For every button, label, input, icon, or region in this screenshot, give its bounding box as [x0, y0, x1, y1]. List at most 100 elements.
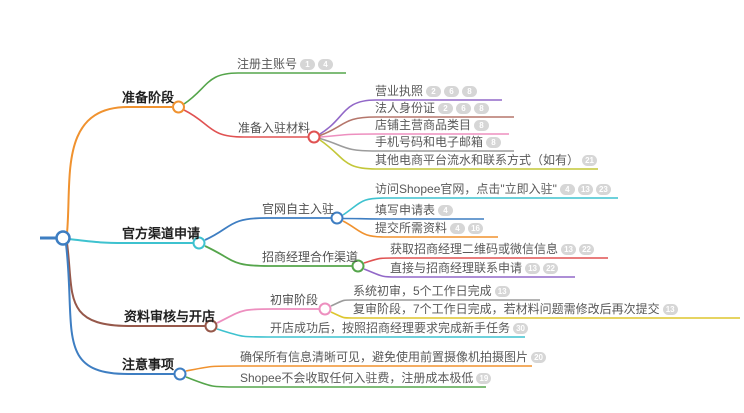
node-manager-cooperation-channel[interactable]: 招商经理合作渠道	[262, 250, 358, 264]
node-label: 初审阶段	[270, 293, 319, 307]
count-badge: 8	[474, 119, 490, 131]
count-badge: 4	[318, 58, 334, 70]
count-badge: 2	[438, 102, 454, 114]
line-system-first-review	[330, 299, 540, 307]
count-badge: 13	[494, 285, 510, 297]
node-get-manager-qrcode[interactable]: 获取招商经理二维码或微信信息 13 22	[390, 242, 595, 256]
node-note-no-entry-fee[interactable]: Shopee不会收取任何入驻费，注册成本极低 19	[240, 371, 492, 385]
node-label: 准备入驻材料	[238, 121, 311, 135]
line-note-no-entry-fee	[185, 376, 486, 388]
node-other-platform-records[interactable]: 其他电商平台流水和联系方式（如有） 21	[375, 153, 598, 167]
count-badge: 13	[561, 243, 577, 255]
count-badge: 6	[444, 85, 460, 97]
node-label: 确保所有信息清晰可见，避免使用前置摄像机拍摄图片	[240, 350, 529, 364]
toggle-notes[interactable]	[173, 367, 187, 381]
node-visit-shopee-site[interactable]: 访问Shopee官网，点击"立即入驻" 4 13 23	[375, 182, 611, 196]
toggle-review-open-store[interactable]	[204, 319, 218, 333]
line-note-clear-images	[185, 365, 532, 372]
topic-notes[interactable]: 注意事项	[122, 358, 174, 372]
node-label: 获取招商经理二维码或微信信息	[390, 242, 559, 256]
branch-review-open-store	[66, 242, 205, 327]
branch-official-channel	[68, 238, 193, 244]
topic-preparation-stage[interactable]: 准备阶段	[122, 91, 174, 105]
node-contact-manager-directly[interactable]: 直接与招商经理联系申请 13 22	[390, 261, 559, 275]
node-label: 系统初审，5个工作日完成	[353, 284, 492, 298]
node-register-main-account[interactable]: 注册主账号 1 4	[237, 57, 334, 71]
count-badge: 8	[462, 85, 478, 97]
count-badge: 13	[577, 183, 593, 195]
count-badge: 2	[426, 85, 442, 97]
node-label: 其他电商平台流水和联系方式（如有）	[375, 153, 580, 167]
count-badge: 1	[300, 58, 316, 70]
line-shop-main-category	[319, 133, 509, 138]
line-after-store-opened-tasks	[216, 328, 525, 338]
toggle-official-channel[interactable]	[192, 236, 206, 250]
node-phone-and-email[interactable]: 手机号码和电子邮箱 8	[375, 135, 502, 149]
node-legal-person-id[interactable]: 法人身份证 2 6 8	[375, 101, 490, 115]
node-label: 招商经理合作渠道	[262, 250, 359, 264]
line-prepare-entry-materials	[183, 109, 308, 138]
node-business-license[interactable]: 营业执照 2 6 8	[375, 84, 478, 98]
count-badge: 4	[559, 183, 575, 195]
node-after-store-opened-tasks[interactable]: 开店成功后，按照招商经理要求完成新手任务 30	[270, 321, 529, 335]
node-website-self-entry[interactable]: 官网自主入驻	[262, 202, 334, 216]
node-prepare-entry-materials[interactable]: 准备入驻材料	[238, 121, 310, 135]
count-badge: 21	[582, 154, 598, 166]
line-website-self-entry	[204, 217, 331, 241]
node-label: 官网自主入驻	[262, 202, 335, 216]
root-node-toggle[interactable]	[55, 230, 71, 246]
node-second-review-stage[interactable]: 复审阶段，7个工作日完成，若材料问题需修改后再次提交 13	[353, 302, 678, 316]
toggle-manager-cooperation[interactable]	[351, 259, 365, 273]
node-label: 提交所需资料	[375, 221, 448, 235]
line-manager-cooperation-channel	[204, 245, 352, 267]
line-get-manager-qrcode	[363, 257, 608, 264]
count-badge: 6	[456, 102, 472, 114]
count-badge: 22	[579, 243, 595, 255]
node-label: 复审阶段，7个工作日完成，若材料问题需修改后再次提交	[353, 302, 660, 316]
count-badge: 13	[525, 262, 541, 274]
line-other-platform-records	[319, 139, 598, 170]
node-label: 填写申请表	[375, 203, 436, 217]
toggle-first-review-stage[interactable]	[318, 302, 332, 316]
node-label: 店铺主营商品类目	[375, 118, 472, 132]
count-badge: 19	[476, 372, 492, 384]
node-note-clear-images[interactable]: 确保所有信息清晰可见，避免使用前置摄像机拍摄图片 20	[240, 350, 547, 364]
toggle-prepare-entry-materials[interactable]	[307, 130, 321, 144]
node-label: 手机号码和电子邮箱	[375, 135, 484, 149]
line-first-review-stage	[216, 308, 319, 324]
line-phone-and-email	[319, 137, 514, 152]
line-legal-person-id	[319, 116, 514, 137]
line-business-license	[319, 99, 502, 135]
line-contact-manager-directly	[363, 268, 575, 278]
count-badge: 8	[486, 136, 502, 148]
topic-label: 注意事项	[122, 357, 175, 372]
topic-review-and-open-store[interactable]: 资料审核与开店	[124, 310, 215, 324]
node-system-first-review[interactable]: 系统初审，5个工作日完成 13	[353, 284, 510, 298]
node-label: 直接与招商经理联系申请	[390, 261, 523, 275]
branch-preparation	[66, 106, 172, 234]
toggle-website-self-entry[interactable]	[330, 211, 344, 225]
node-submit-required-materials[interactable]: 提交所需资料 4 16	[375, 221, 484, 235]
line-second-review-stage	[330, 311, 740, 319]
count-badge: 4	[450, 222, 466, 234]
node-shop-main-category[interactable]: 店铺主营商品类目 8	[375, 118, 490, 132]
count-badge: 30	[513, 322, 529, 334]
line-submit-required-materials	[342, 220, 498, 238]
line-visit-shopee-site	[342, 197, 618, 216]
node-label: 开店成功后，按照招商经理要求完成新手任务	[270, 321, 511, 335]
count-badge: 22	[543, 262, 559, 274]
node-first-review-stage[interactable]: 初审阶段	[270, 293, 318, 307]
branch-notes	[65, 243, 174, 375]
topic-label: 资料审核与开店	[124, 309, 216, 324]
count-badge: 13	[662, 303, 678, 315]
count-badge: 4	[438, 204, 454, 216]
count-badge: 8	[474, 102, 490, 114]
topic-official-channel-application[interactable]: 官方渠道申请	[122, 227, 200, 241]
node-label: 访问Shopee官网，点击"立即入驻"	[375, 182, 557, 196]
node-label: 注册主账号	[237, 57, 298, 71]
line-register-main-account	[183, 72, 346, 105]
toggle-preparation-stage[interactable]	[172, 100, 185, 114]
node-fill-application-form[interactable]: 填写申请表 4	[375, 203, 454, 217]
